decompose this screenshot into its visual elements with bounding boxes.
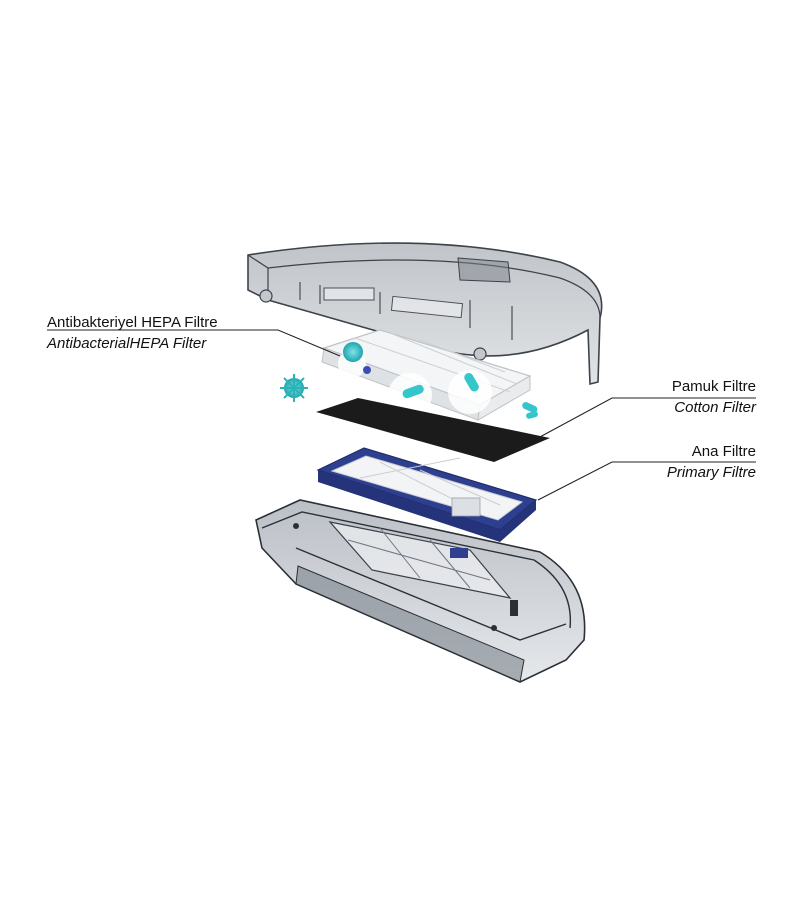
label-cotton-tr: Pamuk Filtre — [671, 378, 756, 395]
label-hepa-en: AntibacterialHEPA Filter — [47, 335, 207, 352]
label-cotton-filter: Pamuk Filtre Cotton Filter — [672, 376, 756, 418]
label-hepa-tr: Antibakteriyel HEPA Filtre — [47, 314, 218, 331]
top-lid — [247, 242, 603, 386]
lid-peg-icon — [259, 289, 273, 303]
label-primary-filter: Ana Filtre Primary Filtre — [667, 441, 756, 483]
bacteria-icon — [402, 384, 424, 399]
leader-line-cotton — [537, 397, 756, 439]
leader-line-hepa — [47, 329, 341, 357]
label-primary-en: Primary Filtre — [666, 464, 756, 481]
primary-filter — [316, 447, 538, 542]
screw-icon — [293, 523, 299, 529]
bacteria-icon — [464, 372, 479, 392]
virus-icon — [343, 342, 363, 362]
particle-icon — [363, 366, 371, 374]
lid-peg-icon — [473, 347, 487, 361]
screw-icon — [491, 625, 497, 631]
label-cotton-en: Cotton Filter — [674, 399, 756, 416]
microbes — [280, 342, 538, 419]
label-primary-tr: Ana Filtre — [691, 443, 756, 460]
bacteria-icon — [526, 411, 538, 419]
label-hepa-filter: Antibakteriyel HEPA Filtre Antibacterial… — [47, 312, 218, 354]
leader-line-primary — [537, 461, 756, 501]
base-housing — [255, 499, 586, 683]
leader-lines — [47, 329, 756, 501]
bacteria-icon — [522, 402, 538, 413]
cotton-filter — [316, 398, 550, 462]
latch-icon — [450, 548, 468, 558]
magnifier-icon — [448, 370, 492, 414]
